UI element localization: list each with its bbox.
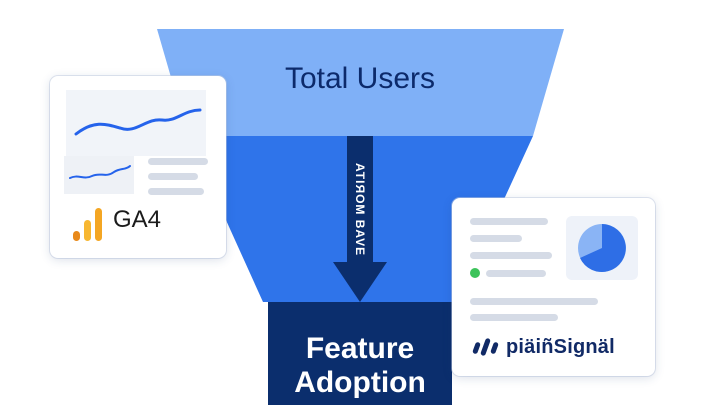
ga4-card [50,76,226,258]
placeholder-line [148,173,198,180]
placeholder-line [470,218,548,225]
plainsignal-brand-name: piäiñSignäl [506,336,615,358]
pie-chart-icon [578,224,626,272]
placeholder-line [470,235,522,242]
down-arrow-icon [333,136,387,302]
line-chart-icon [66,90,206,156]
placeholder-line [148,158,208,165]
status-dot [470,268,480,278]
arrow-label: ATIЯOM BAVE [353,163,367,257]
placeholder-line [470,314,558,321]
pie-chart-panel [566,216,638,280]
placeholder-line [470,252,552,259]
funnel-bottom-label: Feature Adoption [294,332,426,399]
funnel-stage-total-users [157,29,564,136]
ga4-bars-icon [73,208,102,241]
placeholder-line [470,298,598,305]
placeholder-line [148,188,204,195]
placeholder-line [486,270,546,277]
plainsignal-logo-icon [472,338,499,356]
funnel-top-label: Total Users [284,62,436,95]
ga4-brand-name: GA4 [113,206,162,233]
funnel-stage-feature-adoption [268,302,452,405]
plainsignal-card [452,198,655,376]
mini-chart-icon [64,156,134,194]
